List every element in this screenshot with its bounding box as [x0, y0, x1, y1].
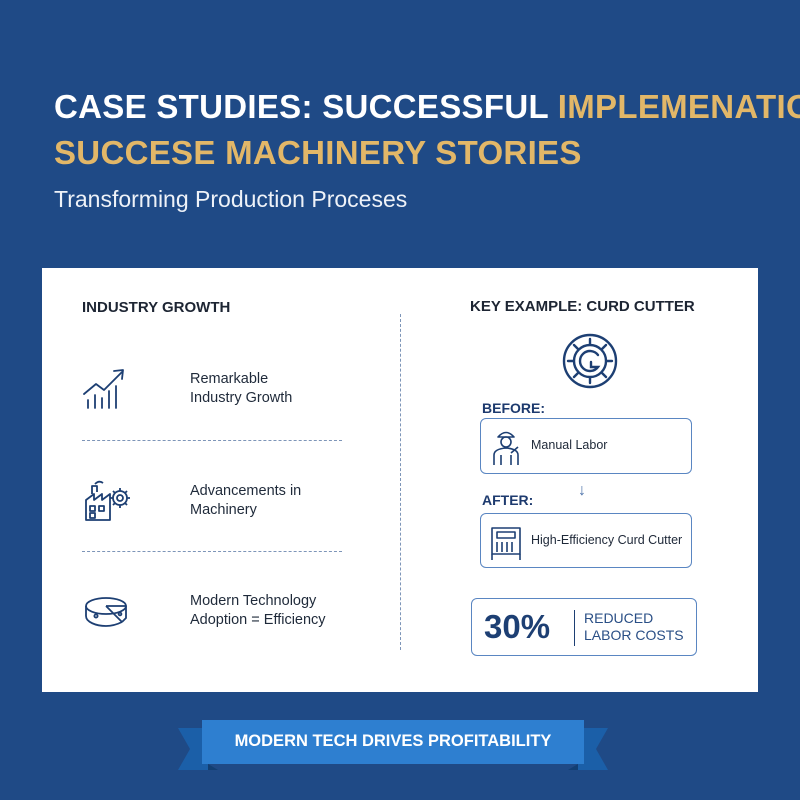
item-divider	[82, 551, 342, 552]
page-subtitle: Transforming Production Proceses	[54, 186, 408, 212]
before-text: Manual Labor	[531, 438, 608, 452]
item-label: Modern Technology Adoption = Efficiency	[190, 593, 326, 628]
title-white-text: CASE STUDIES: SUCCESSFUL	[54, 88, 549, 125]
cheese-wheel-icon	[85, 597, 127, 627]
key-example-heading: KEY EXAMPLE: CURD CUTTER	[470, 298, 695, 315]
curd-cutter-machine-icon	[491, 527, 521, 560]
worker-icon	[493, 431, 519, 465]
column-divider	[400, 314, 401, 650]
factory-gear-icon	[85, 480, 130, 521]
title-gold-text: IMPLEMENATION	[557, 88, 800, 125]
list-item-machinery: Advancements in Machinery	[82, 476, 372, 528]
after-box: High-Efficiency Curd Cutter	[480, 513, 692, 568]
list-item-industry-growth: Remarkable Industry Growth	[82, 364, 372, 416]
page-title-line-2: SUCCESE MACHINERY STORIES	[54, 134, 582, 171]
banner-text: MODERN TECH DRIVES PROFITABILITY	[234, 732, 552, 750]
after-label: AFTER:	[482, 492, 534, 508]
list-item-modern-technology: Modern Technology Adoption = Efficiency	[82, 586, 372, 638]
before-label: BEFORE:	[482, 400, 545, 416]
industry-growth-heading: INDUSTRY GROWTH	[82, 299, 231, 316]
item-divider	[82, 440, 342, 441]
profitability-banner: MODERN TECH DRIVES PROFITABILITY	[178, 718, 608, 772]
arrow-down-icon: ↓	[578, 482, 586, 499]
stat-separator	[574, 610, 575, 646]
page-title-line-1: CASE STUDIES: SUCCESSFUL IMPLEMENATION	[54, 88, 800, 126]
after-text: High-Efficiency Curd Cutter	[531, 533, 683, 547]
stat-value: 30%	[484, 608, 551, 645]
growth-chart-icon	[83, 369, 124, 409]
stat-box: 30% REDUCED LABOR COSTS	[471, 598, 697, 656]
banner-ribbon-shape	[178, 720, 608, 770]
item-label: Remarkable Industry Growth	[190, 371, 293, 406]
content-card: INDUSTRY GROWTH Remarkable Industry Grow…	[42, 268, 758, 692]
before-box: Manual Labor	[480, 418, 692, 474]
stat-description: REDUCED LABOR COSTS	[584, 610, 684, 643]
item-label: Advancements in Machinery	[190, 483, 302, 518]
gear-badge-icon	[562, 333, 618, 389]
